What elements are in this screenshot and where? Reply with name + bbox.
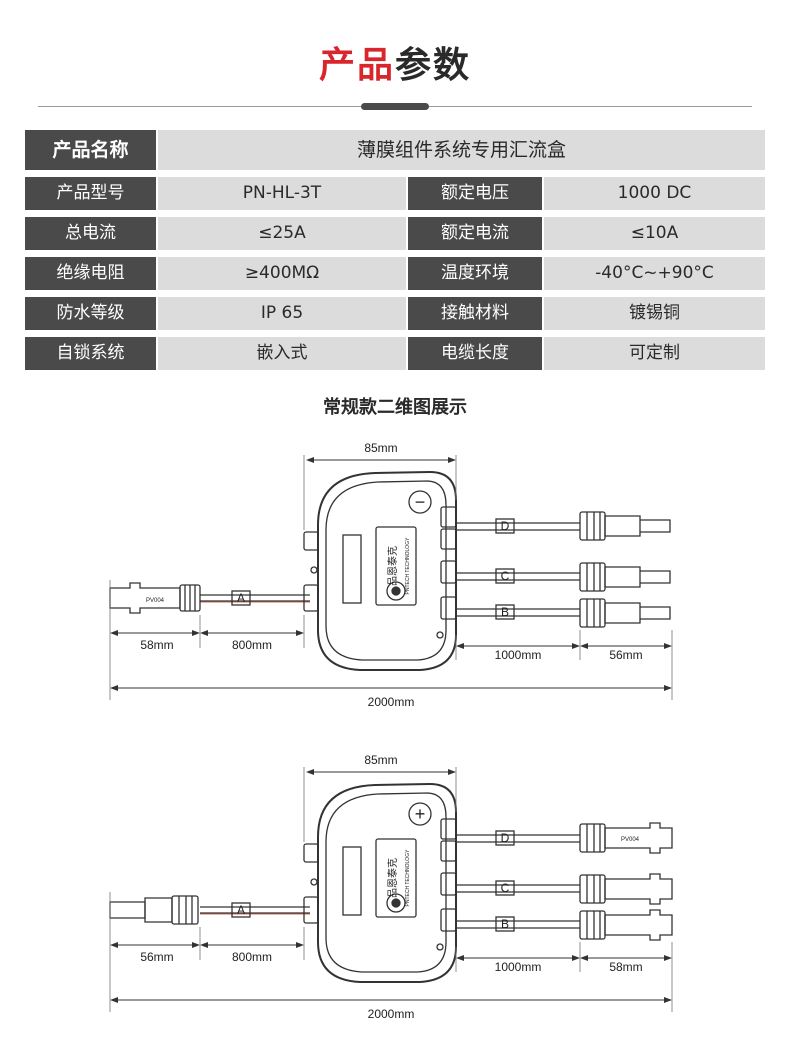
dim-right-cable: 1000mm [495, 960, 542, 974]
dim-right-connector: 56mm [609, 648, 642, 662]
drawing-negative: 85mm 58mm 800mm 1000mm 56mm 2000mm − A D… [109, 441, 673, 709]
polarity-symbol: − [415, 492, 426, 512]
spec-label: 接触材料 [408, 297, 542, 330]
page-title: 产品参数 [0, 36, 790, 88]
spec-value: ≥400MΩ [158, 257, 406, 290]
cable-label-c: C [501, 881, 510, 895]
cable-label-d: D [501, 831, 510, 845]
dim-left-cable: 800mm [232, 950, 272, 964]
title-divider-accent [361, 103, 429, 110]
brand-logo-en: PNTECH TECHNOLOGY [405, 849, 411, 907]
title-dark: 参数 [395, 45, 472, 86]
connector-text: PV004 [621, 837, 640, 843]
dim-box-width: 85mm [364, 441, 397, 455]
cable-label-c: C [501, 569, 510, 583]
spec-label: 额定电压 [408, 177, 542, 210]
dim-left-cable: 800mm [232, 638, 272, 652]
spec-value: PN-HL-3T [158, 177, 406, 210]
spec-row: 自锁系统 嵌入式 电缆长度 可定制 [25, 337, 765, 370]
brand-logo-cn: 品恩泰克 [386, 546, 399, 586]
spec-value: IP 65 [158, 297, 406, 330]
spec-label: 额定电流 [408, 217, 542, 250]
brand-logo-cn: 品恩泰克 [386, 858, 399, 898]
connector-text: PV004 [146, 598, 165, 604]
spec-label: 绝缘电阻 [25, 257, 156, 290]
spec-value: 嵌入式 [158, 337, 406, 370]
polarity-symbol: + [415, 804, 426, 824]
spec-name-label: 产品名称 [25, 130, 156, 170]
cable-label-b: B [501, 605, 509, 619]
spec-value: ≤10A [544, 217, 765, 250]
dim-right-cable: 1000mm [495, 648, 542, 662]
spec-label: 电缆长度 [408, 337, 542, 370]
spec-label: 产品型号 [25, 177, 156, 210]
dim-total-length: 2000mm [368, 1007, 415, 1021]
spec-row: 产品型号 PN-HL-3T 额定电压 1000 DC [25, 177, 765, 210]
spec-label: 温度环境 [408, 257, 542, 290]
spec-name-value: 薄膜组件系统专用汇流盒 [158, 130, 765, 170]
drawing-positive: 85mm 56mm 800mm 1000mm 58mm 2000mm + A D… [109, 753, 673, 1021]
spec-value: 1000 DC [544, 177, 765, 210]
cable-label-b: B [501, 917, 509, 931]
drawing-section-title: 常规款二维图展示 [323, 397, 467, 418]
cable-label-d: D [501, 519, 510, 533]
dim-left-connector: 56mm [140, 950, 173, 964]
dim-total-length: 2000mm [368, 695, 415, 709]
spec-label: 自锁系统 [25, 337, 156, 370]
title-red: 产品 [318, 45, 395, 86]
spec-row: 防水等级 IP 65 接触材料 镀锡铜 [25, 297, 765, 330]
spec-value: -40°C~+90°C [544, 257, 765, 290]
cable-label-a: A [237, 591, 245, 605]
spec-label: 总电流 [25, 217, 156, 250]
spec-row: 绝缘电阻 ≥400MΩ 温度环境 -40°C~+90°C [25, 257, 765, 290]
spec-row: 总电流 ≤25A 额定电流 ≤10A [25, 217, 765, 250]
spec-row-name: 产品名称 薄膜组件系统专用汇流盒 [25, 130, 765, 170]
dim-box-width: 85mm [364, 753, 397, 767]
cable-label-a: A [237, 903, 245, 917]
spec-label: 防水等级 [25, 297, 156, 330]
dim-right-connector: 58mm [609, 960, 642, 974]
spec-value: 镀锡铜 [544, 297, 765, 330]
spec-value: ≤25A [158, 217, 406, 250]
spec-value: 可定制 [544, 337, 765, 370]
brand-logo-en: PNTECH TECHNOLOGY [405, 537, 411, 595]
dim-left-connector: 58mm [140, 638, 173, 652]
